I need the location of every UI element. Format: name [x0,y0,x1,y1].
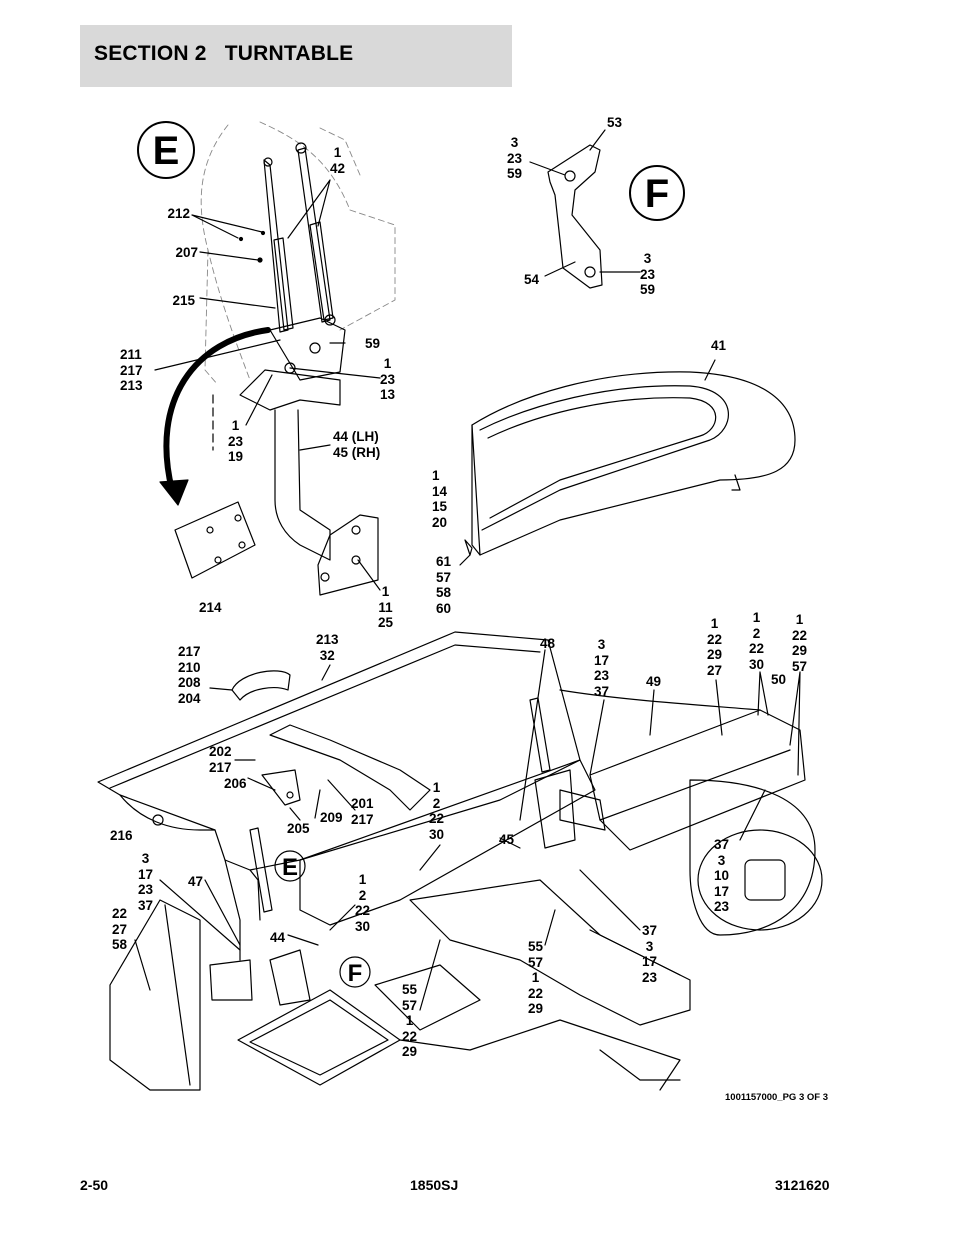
callout-1-14-15-20: 1 14 15 20 [432,468,448,530]
callout-47: 47 [188,874,204,889]
detail-f-letter: F [645,172,669,216]
callout-48: 48 [540,636,556,651]
callout-215: 215 [172,293,195,308]
callout-55-57-1-22-29-left: 55 57 1 22 29 [402,982,418,1060]
footer-part-number: 3121620 [775,1177,830,1193]
e-view-marker: E [282,854,298,881]
callout-3-23-59-lower: 3 23 59 [640,251,656,298]
detail-e-drawing: E [137,121,396,596]
callout-211-217-213: 211 217 213 [120,347,143,394]
callout-50: 50 [771,672,787,687]
main-assembly-drawing: E F [97,631,823,1091]
callout-37-3-17-23: 37 3 17 23 [642,923,658,985]
callout-1-22-29-27: 1 22 29 27 [707,616,723,678]
f-view-marker: F [348,960,363,987]
callout-37-3-10-17-23: 37 3 10 17 23 [714,837,730,915]
footer-page-number: 2-50 [80,1177,109,1193]
callout-55-57-1-22-29-right: 55 57 1 22 29 [528,939,544,1017]
callout-44: 44 [270,930,286,945]
detail-e-circle [137,121,195,179]
callout-53: 53 [607,115,623,130]
callout-205: 205 [287,821,310,836]
callout-3-17-23-37-top: 3 17 23 37 [594,637,610,699]
callout-209: 209 [320,810,343,825]
section-header-band: SECTION 2 TURNTABLE [80,25,512,87]
callout-1-2-22-30-top: 1 2 22 30 [749,610,765,672]
callout-1-42: 1 42 [330,145,346,176]
detail-f-drawing: F [529,129,685,289]
callout-41: 41 [711,338,727,353]
section-title: SECTION 2 TURNTABLE [94,42,354,65]
detail-e-letter: E [153,129,180,173]
callout-1-23-19: 1 23 19 [228,418,244,465]
callout-44lh-45rh: 44 (LH) 45 (RH) [333,429,381,460]
callout-1-2-22-30-mid: 1 2 22 30 [429,780,445,842]
callout-59: 59 [365,336,381,351]
callout-1-23-13: 1 23 13 [380,356,396,403]
drawing-number: 1001157000_PG 3 OF 3 [725,1092,828,1103]
callout-3-23-59-upper: 3 23 59 [507,135,523,182]
callout-201-217: 201 217 [351,796,374,827]
callout-22-27-58: 22 27 58 [112,906,128,953]
callout-207: 207 [175,245,198,260]
callout-206: 206 [224,776,247,791]
callout-214: 214 [199,600,222,615]
callout-213-32: 213 32 [316,632,339,663]
callout-217-210-208-204: 217 210 208 204 [178,644,201,706]
callout-54: 54 [524,272,540,287]
callout-3-17-23-37-left: 3 17 23 37 [138,851,154,913]
callout-1-2-22-30-lower: 1 2 22 30 [355,872,371,934]
footer-model: 1850SJ [410,1177,459,1193]
callout-1-11-25: 1 11 25 [378,584,394,631]
callout-202-217: 202 217 [209,744,232,775]
callout-61-57-58-60: 61 57 58 60 [436,554,452,616]
callout-1-22-29-57: 1 22 29 57 [792,612,808,674]
cover-41-drawing [459,359,796,566]
callout-45: 45 [499,832,515,847]
callout-49: 49 [646,674,662,689]
detail-f-circle [629,165,685,221]
callout-212: 212 [167,206,190,221]
callout-216: 216 [110,828,133,843]
